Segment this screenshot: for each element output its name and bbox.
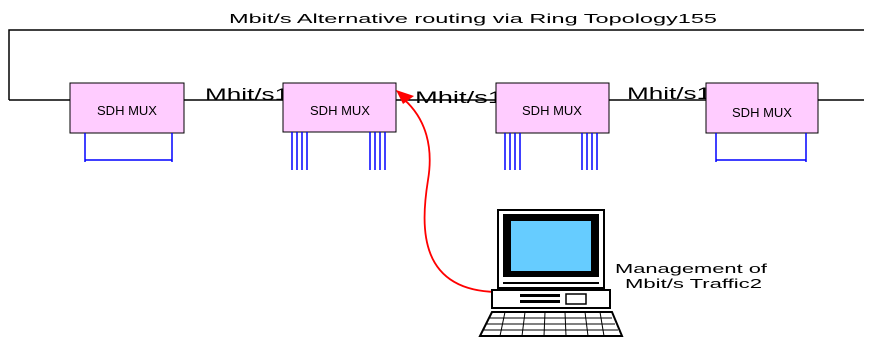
- mux-label: SDH MUX: [310, 103, 370, 118]
- management-arrow: [399, 95, 497, 293]
- ring-title: Mbit/s Alternative routing via Ring Topo…: [229, 11, 717, 26]
- mux-label: SDH MUX: [97, 103, 157, 118]
- sdh-mux-3: SDH MUX: [495, 82, 610, 134]
- link-label-2: Mhit/s1: [415, 88, 503, 107]
- sdh-mux-2: SDH MUX: [282, 82, 397, 133]
- mux-label: SDH MUX: [522, 103, 582, 118]
- sdh-mux-1: SDH MUX: [69, 82, 185, 134]
- sdh-mux-4: SDH MUX: [705, 82, 819, 134]
- ring-path: [8, 29, 864, 100]
- mux-label: SDH MUX: [732, 105, 792, 120]
- tributary-bracket-4: [715, 133, 807, 162]
- tributary-lines-3: [504, 133, 598, 170]
- tributary-bracket-1: [84, 133, 173, 162]
- management-label-line1: Management of: [615, 261, 768, 276]
- arrow-head: [396, 90, 414, 104]
- workstation-icon: [478, 209, 624, 337]
- tributary-lines-2: [291, 132, 386, 170]
- management-label-line2: Mbit/s Traffic2: [625, 276, 762, 291]
